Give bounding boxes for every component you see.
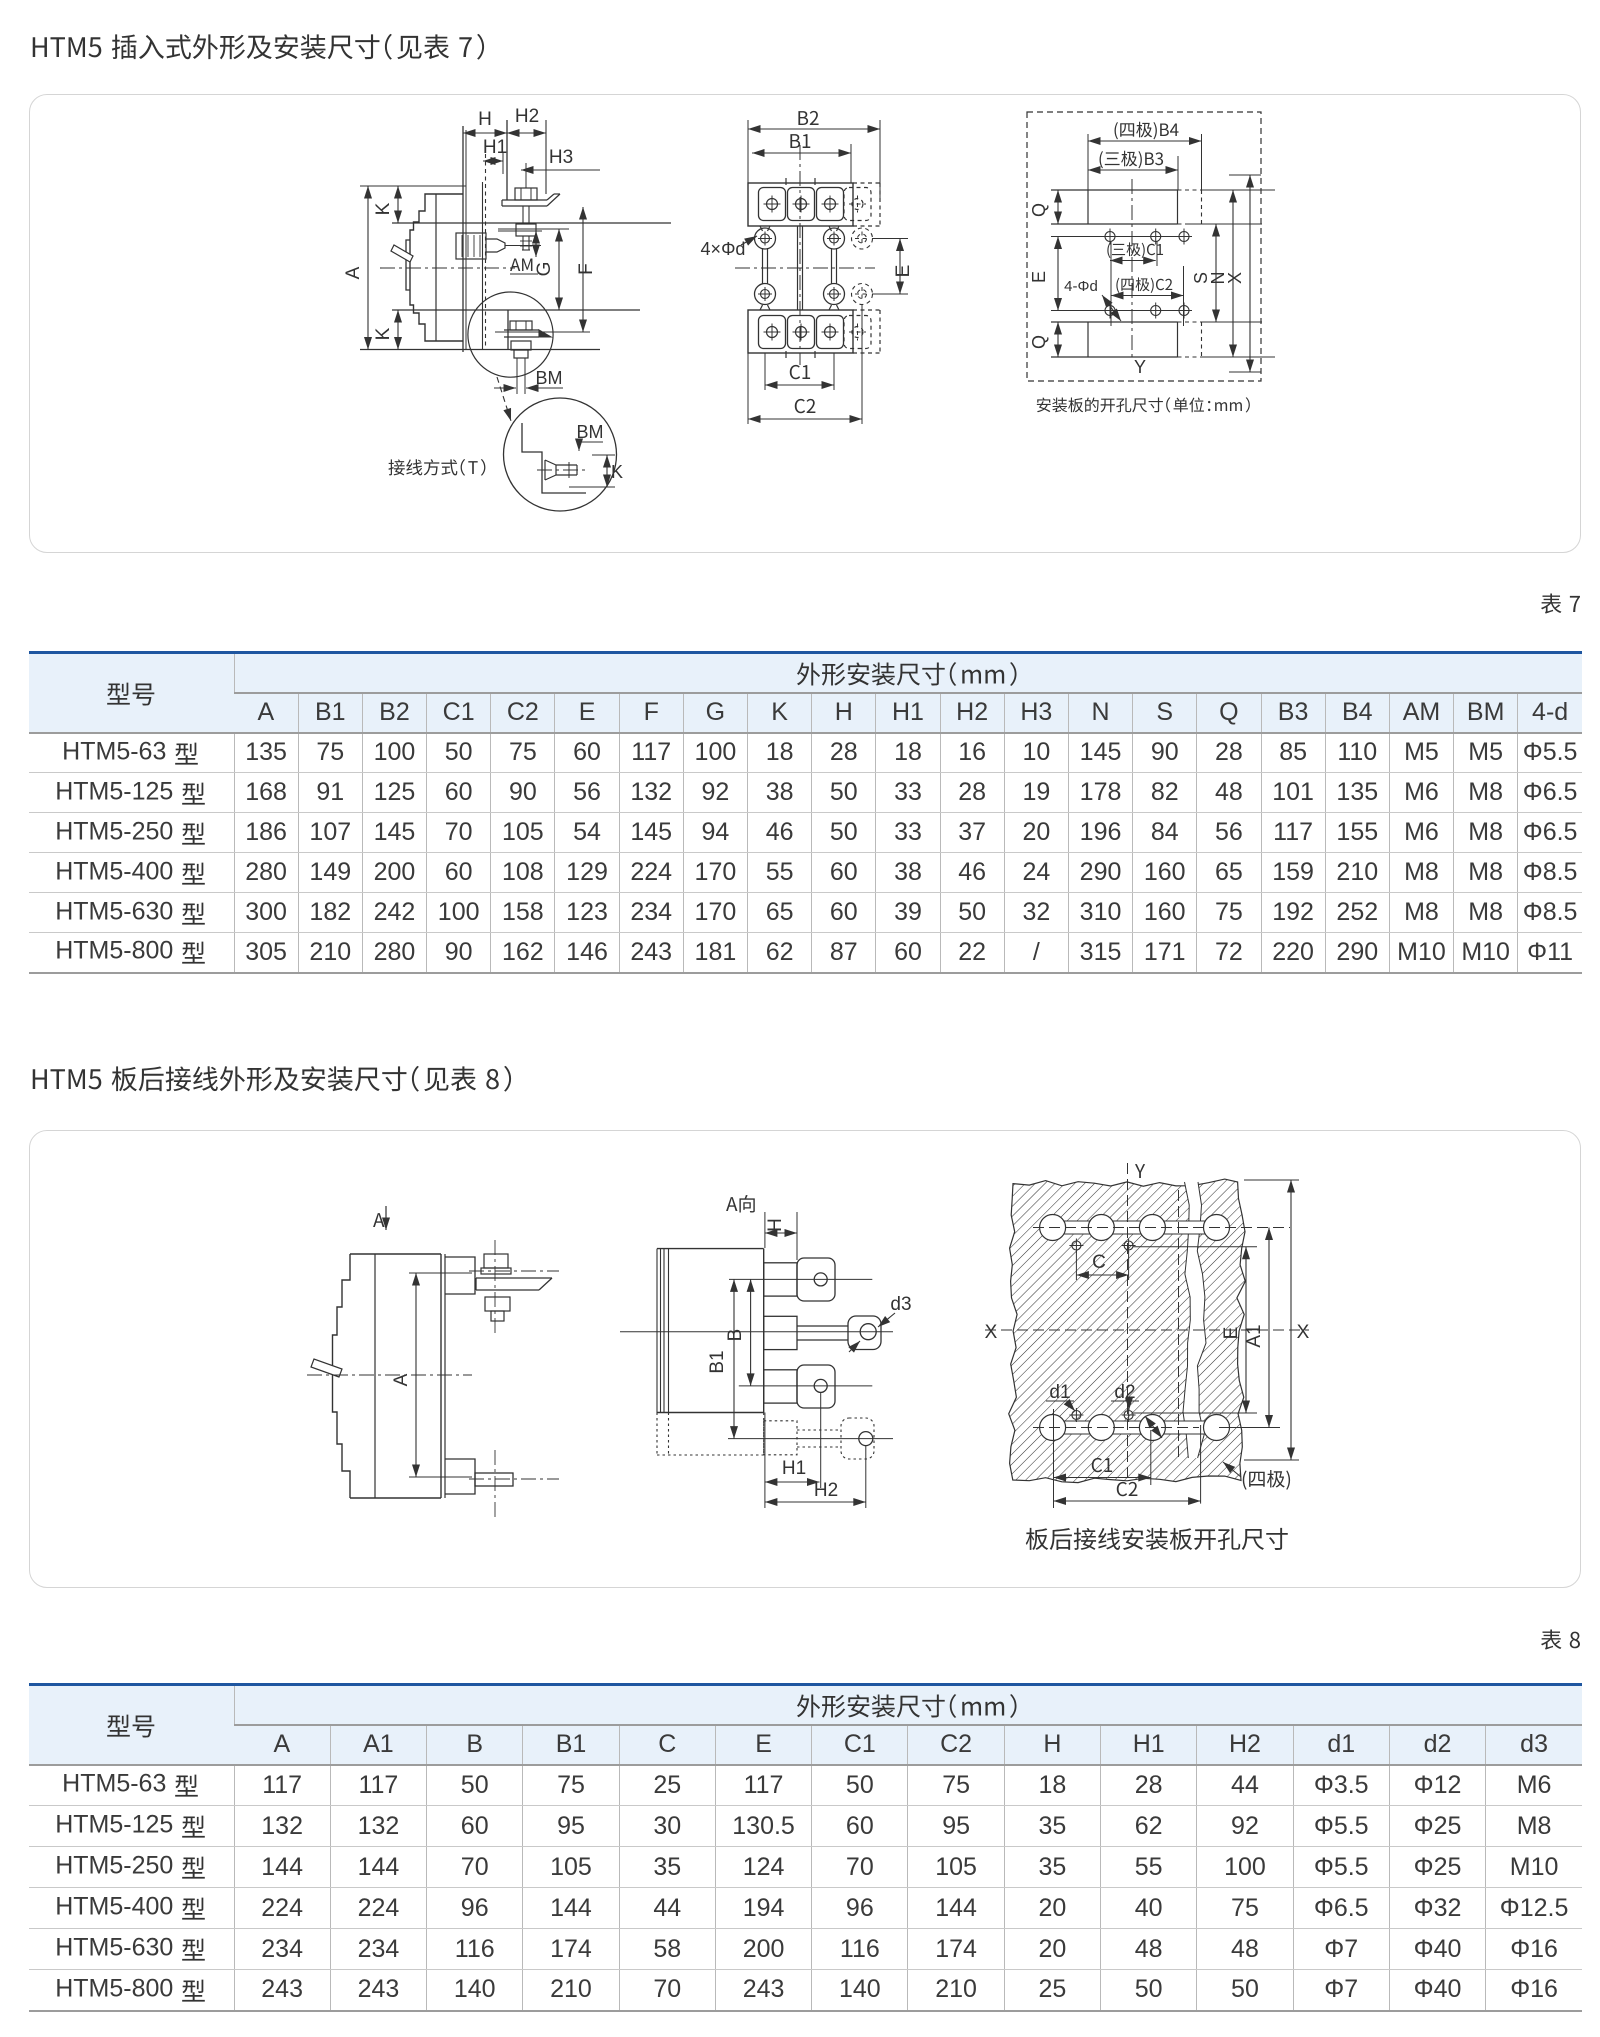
svg-text:C: C: [1092, 1252, 1106, 1273]
svg-text:Q: Q: [1029, 335, 1049, 349]
svg-text:B1: B1: [707, 1350, 728, 1373]
svg-text:B: B: [725, 1329, 746, 1342]
svg-text:G: G: [534, 262, 555, 277]
svg-text:Q: Q: [1029, 203, 1049, 217]
svg-text:4×Φd: 4×Φd: [701, 239, 746, 259]
svg-text:d1: d1: [1049, 1382, 1070, 1403]
svg-text:d2: d2: [1114, 1382, 1135, 1403]
svg-text:4-Φd: 4-Φd: [1064, 278, 1098, 295]
svg-text:H2: H2: [814, 1480, 838, 1501]
svg-text:H: H: [765, 1218, 786, 1232]
svg-text:N: N: [1208, 272, 1228, 285]
svg-text:E: E: [893, 265, 914, 278]
svg-text:K: K: [611, 462, 623, 482]
svg-text:H: H: [478, 109, 492, 130]
svg-text:A1: A1: [1244, 1324, 1265, 1347]
svg-text:BM: BM: [536, 368, 563, 388]
svg-text:H1: H1: [782, 1458, 806, 1479]
svg-text:Y: Y: [1134, 357, 1146, 377]
svg-text:H3: H3: [549, 147, 573, 168]
svg-text:K: K: [373, 202, 394, 215]
svg-text:A: A: [343, 266, 364, 279]
svg-text:E: E: [1221, 1327, 1242, 1340]
svg-text:d3: d3: [890, 1294, 911, 1315]
svg-text:X: X: [985, 1322, 998, 1343]
svg-text:H2: H2: [515, 106, 539, 127]
svg-text:X: X: [1225, 272, 1245, 284]
svg-text:K: K: [373, 327, 394, 340]
svg-text:F: F: [576, 263, 597, 275]
svg-text:A: A: [391, 1373, 412, 1386]
svg-text:X: X: [1297, 1322, 1310, 1343]
svg-text:BM: BM: [577, 422, 604, 442]
svg-text:H1: H1: [483, 137, 507, 158]
svg-text:E: E: [1029, 271, 1049, 283]
svg-text:S: S: [1191, 272, 1211, 284]
